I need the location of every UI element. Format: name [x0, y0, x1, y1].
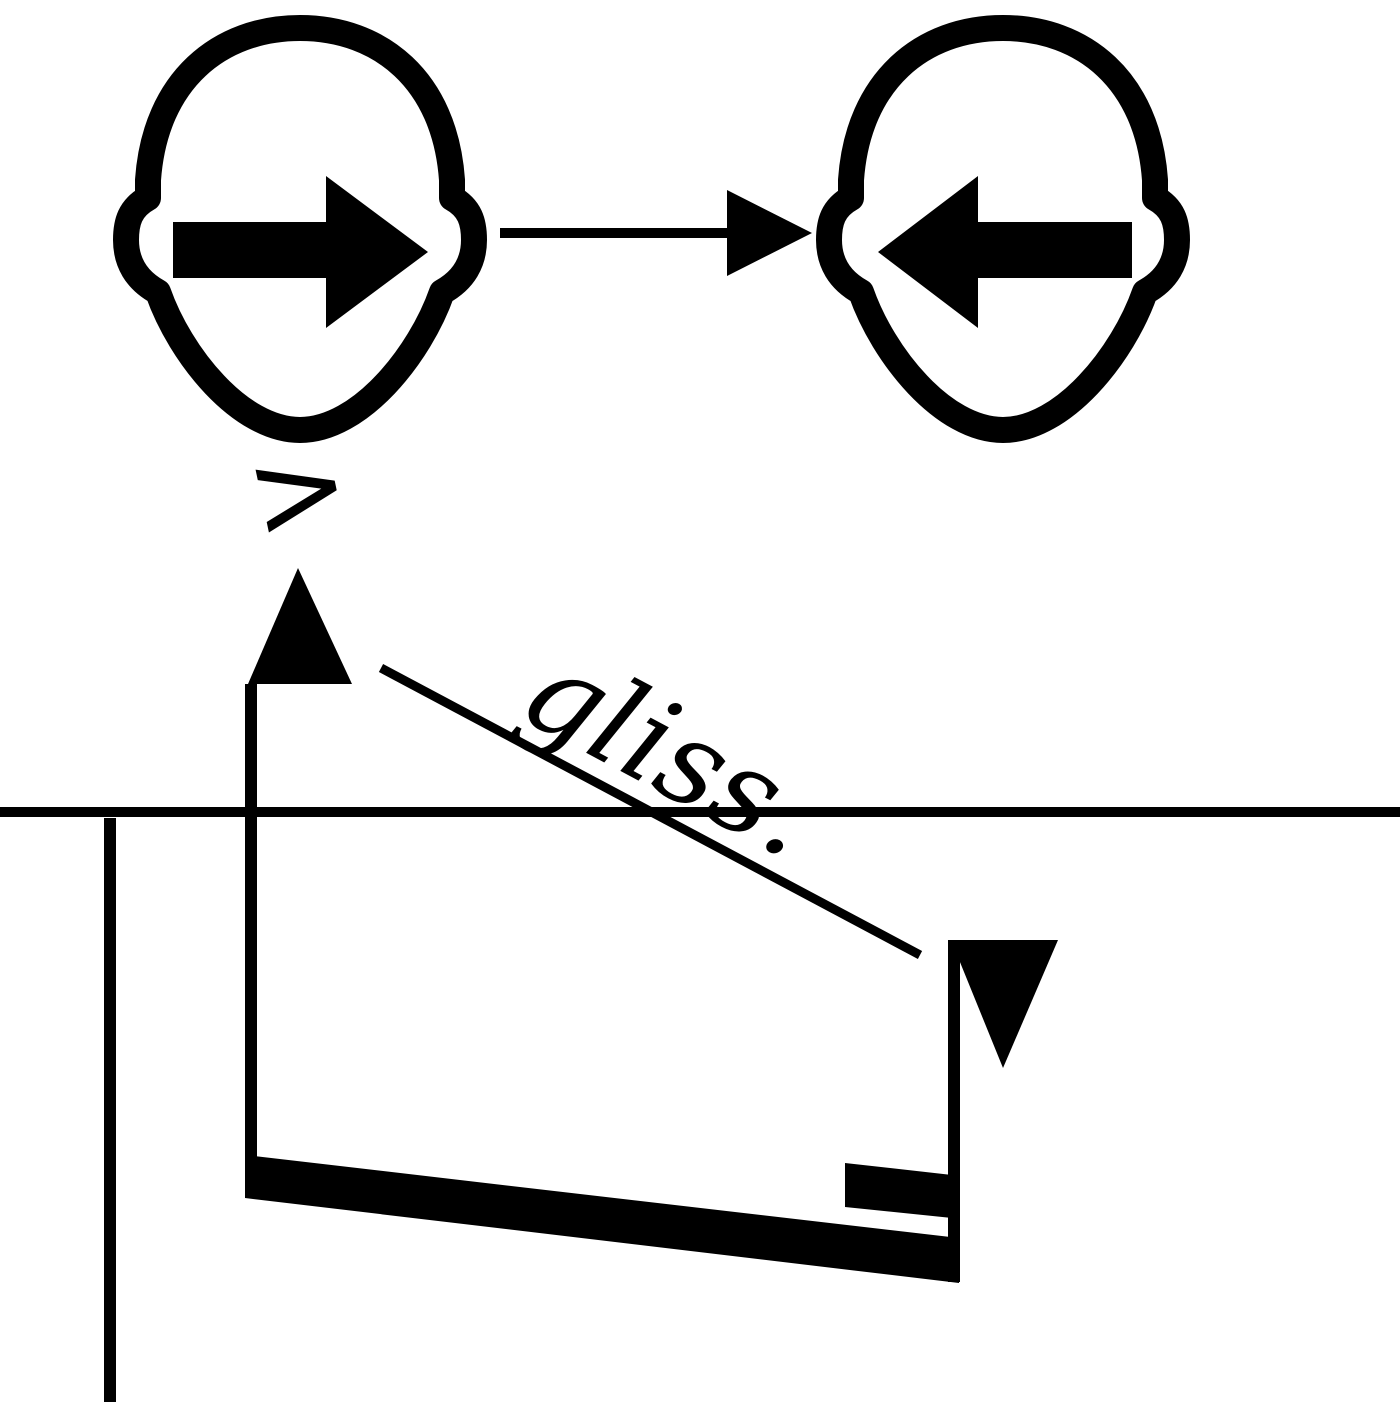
primary-beam [245, 1155, 959, 1283]
transition-arrow-icon [500, 190, 812, 276]
gliss-label: gliss. [502, 618, 840, 885]
head-facing-left-icon [816, 15, 1190, 443]
secondary-beam [845, 1163, 952, 1218]
triangle-down-notehead-icon [951, 940, 1058, 1068]
triangle-up-notehead-icon [248, 568, 352, 684]
glissando-line [378, 664, 923, 959]
accent-mark: > [235, 412, 362, 569]
head-facing-right-icon [113, 15, 487, 443]
